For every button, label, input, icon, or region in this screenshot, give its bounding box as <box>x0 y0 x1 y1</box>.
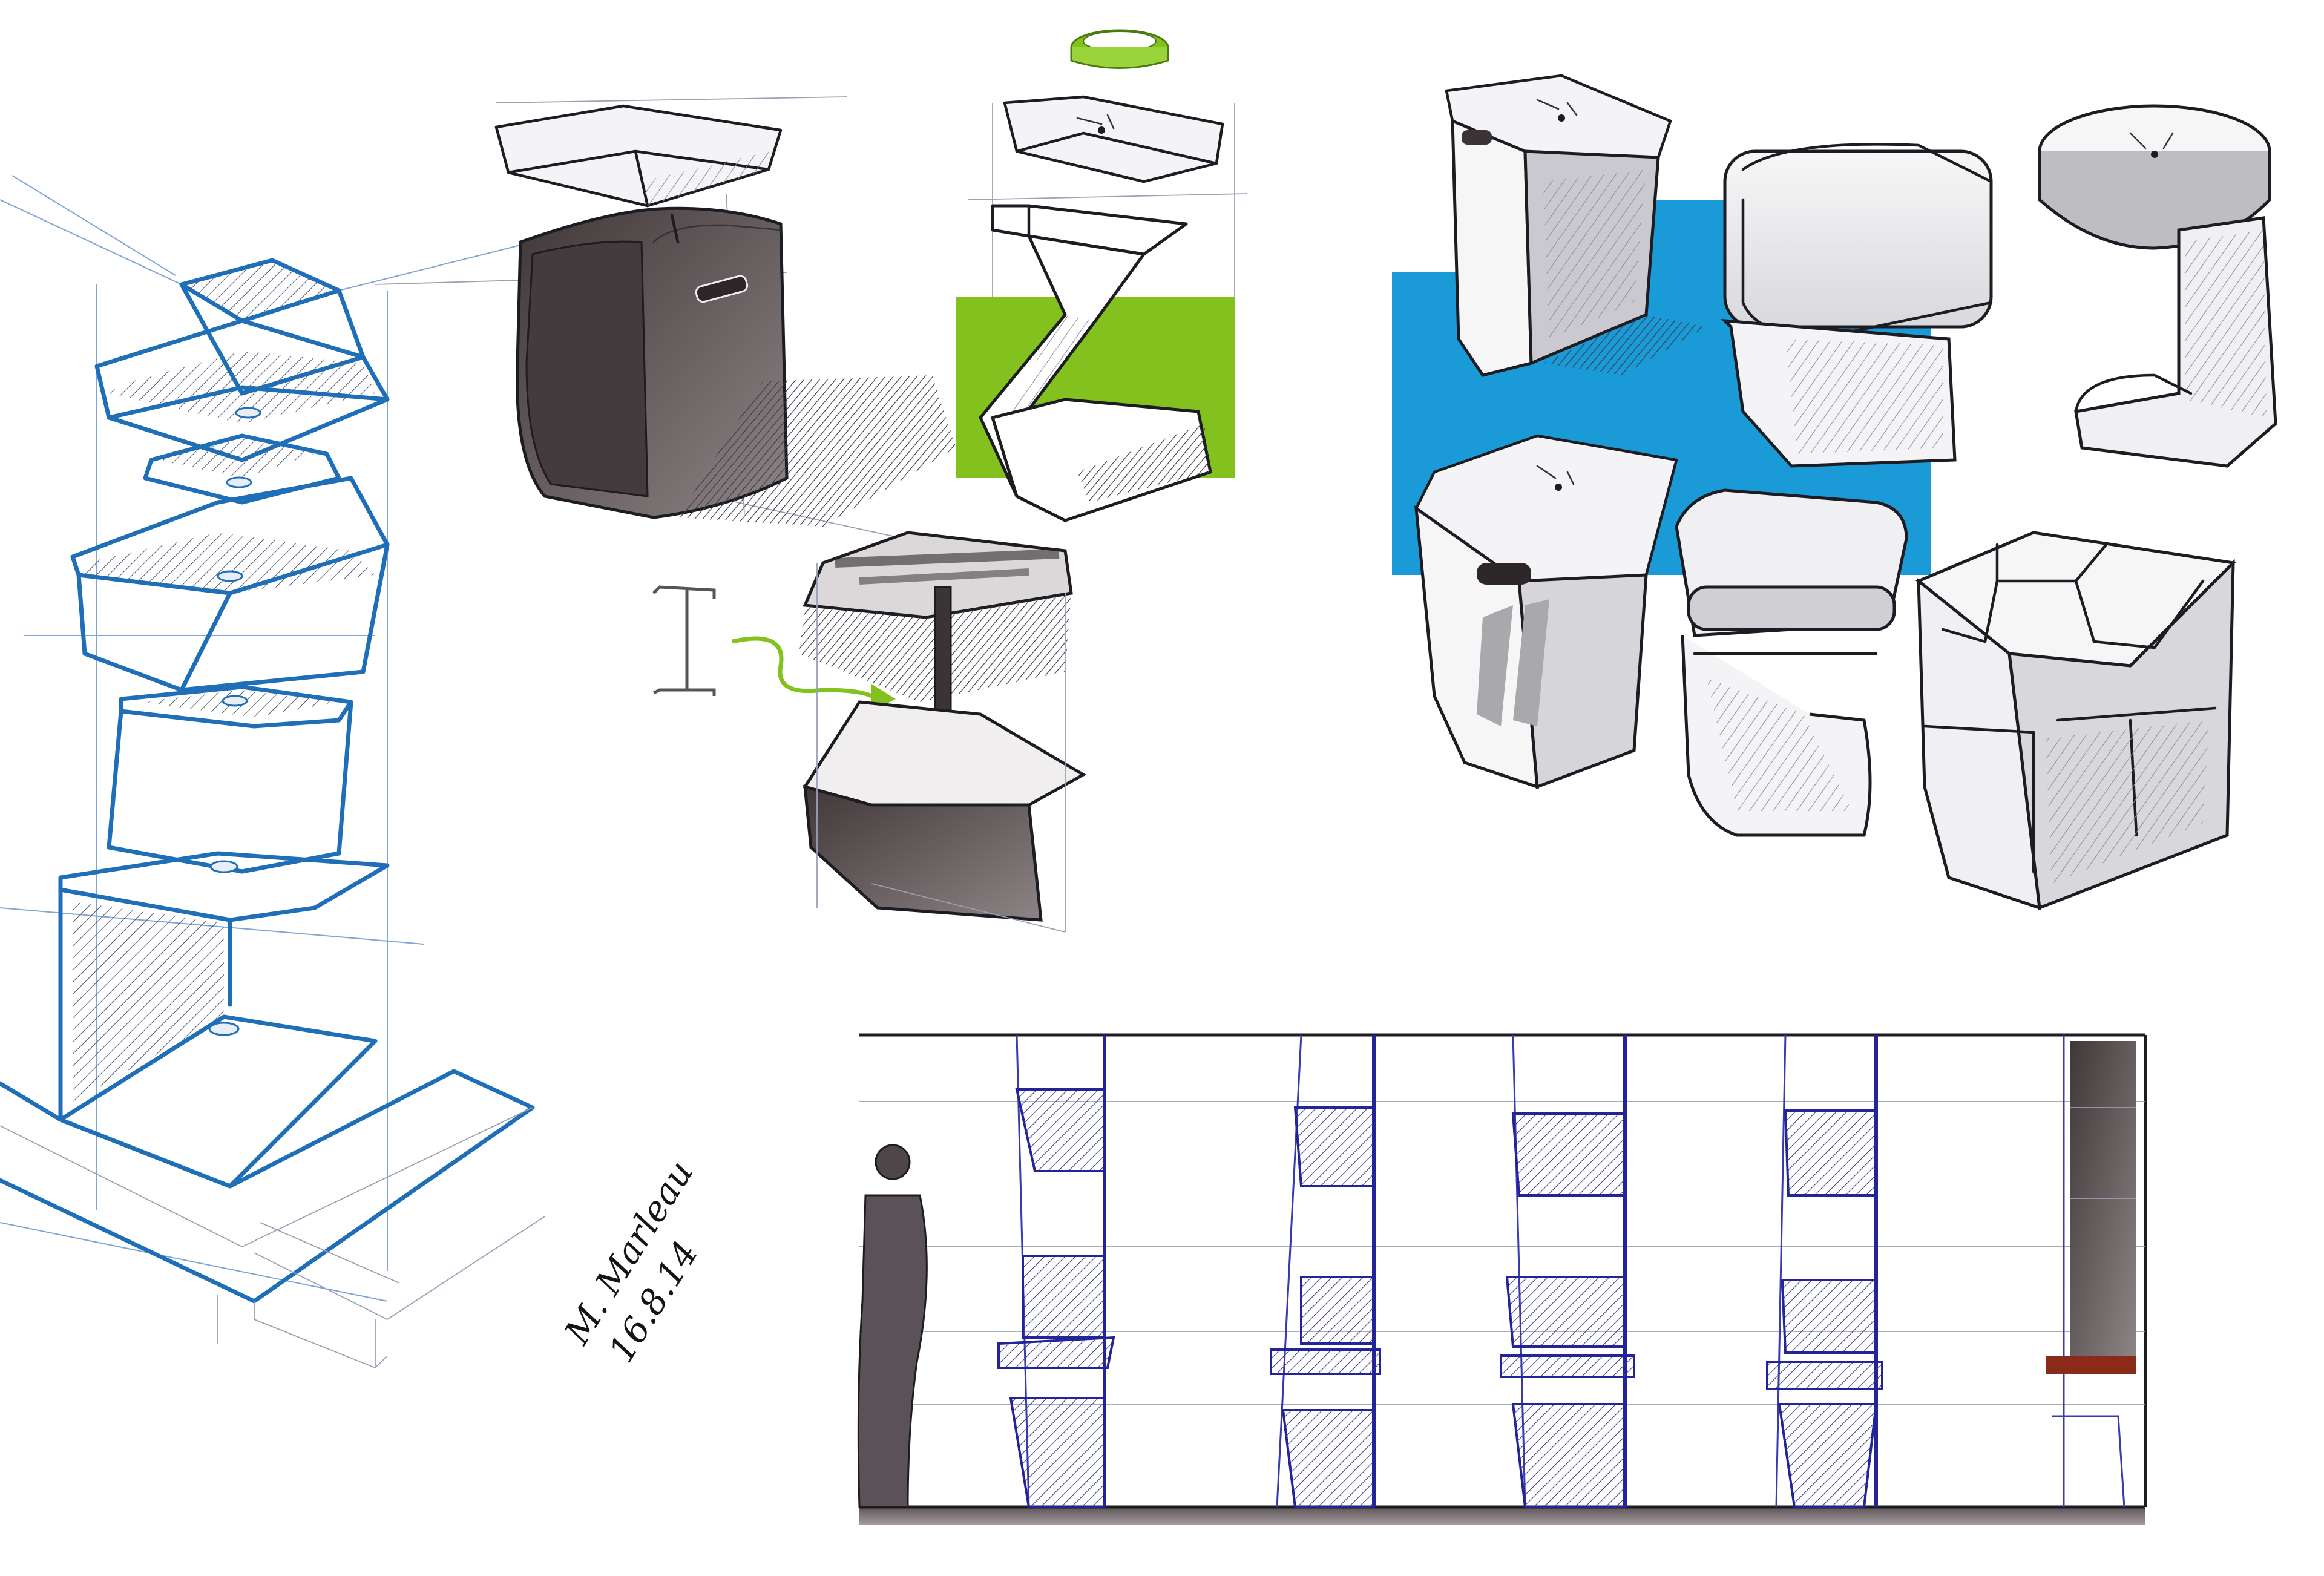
shelf-bay-5 <box>2046 1035 2136 1508</box>
stool-collection-sketch <box>1392 74 2277 910</box>
shelving-elevation-sketch <box>857 1033 2147 1525</box>
stool-d <box>1414 434 1678 789</box>
shelf-bay-4 <box>1766 1034 1883 1508</box>
shelf-bay-3 <box>1500 1034 1635 1508</box>
stool-f <box>1915 531 2237 910</box>
artist-signature: M. Marleau 16.8.14 <box>556 1154 707 1370</box>
stool-a <box>1445 74 1707 377</box>
stool-e <box>1675 488 1908 837</box>
stool-c <box>2038 104 2277 468</box>
hollow-box-with-lid-sketch <box>375 96 956 545</box>
human-scale-figure <box>857 1144 928 1508</box>
pillar-table-sketch <box>652 531 1087 933</box>
shelf-bay-2 <box>1270 1034 1381 1508</box>
stool-b <box>1721 143 1993 468</box>
stacked-shelf-tower-sketch <box>0 175 545 1369</box>
z-stand-sketch <box>956 29 1247 522</box>
shelf-bay-1 <box>997 1034 1115 1508</box>
